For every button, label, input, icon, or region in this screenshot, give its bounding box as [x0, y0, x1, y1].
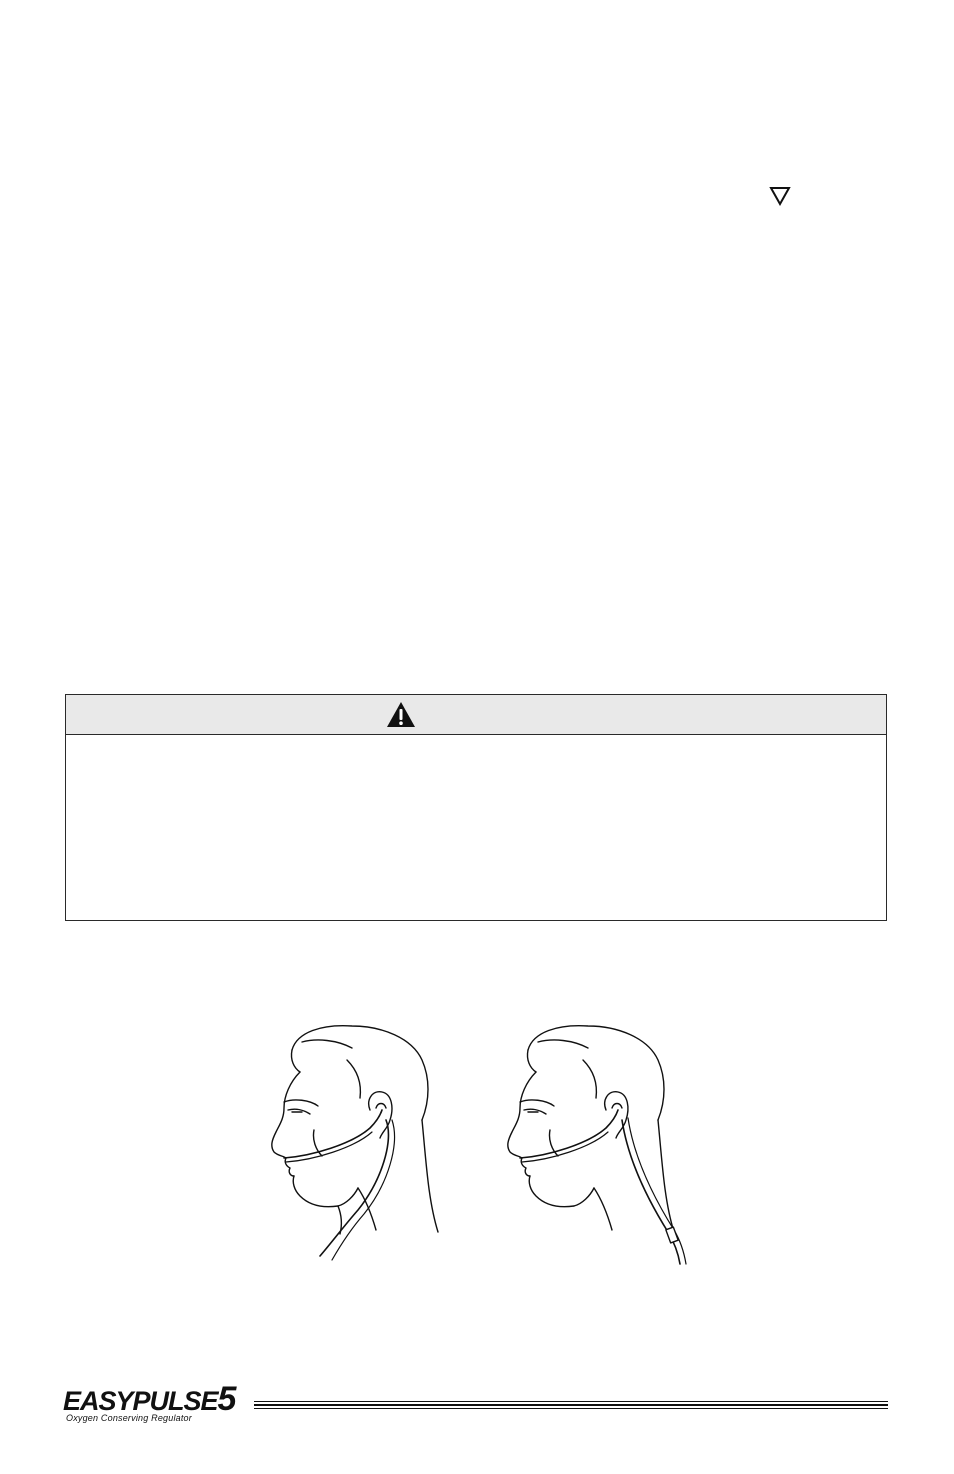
- head-profile-left: [271, 1025, 439, 1261]
- logo-tagline: Oxygen Conserving Regulator: [66, 1413, 192, 1423]
- warning-triangle-icon: [387, 702, 415, 727]
- warning-header: [66, 695, 886, 735]
- cannula-illustration: [271, 1025, 687, 1265]
- warning-body: [66, 735, 886, 921]
- down-triangle-icon: [769, 187, 791, 206]
- head-profile-right: [507, 1025, 687, 1265]
- footer-rule: [254, 1401, 888, 1410]
- logo-wordmark: EASYPULSE5: [63, 1380, 236, 1418]
- product-logo: EASYPULSE5 Oxygen Conserving Regulator: [63, 1380, 255, 1428]
- warning-box: [65, 694, 887, 921]
